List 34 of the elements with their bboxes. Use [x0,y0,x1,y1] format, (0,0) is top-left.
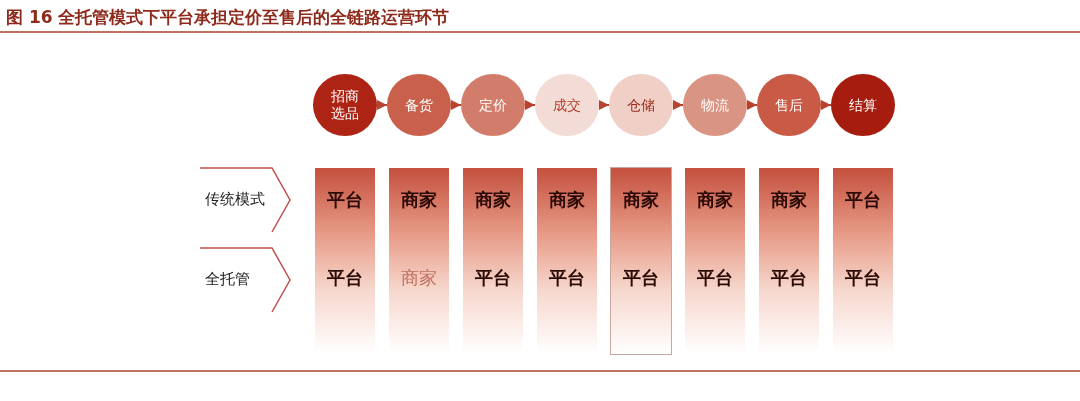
row-label: 传统模式 [205,190,265,209]
cell-text: 商家 [622,188,660,212]
arrow [820,100,832,110]
cell-text: 商家 [474,188,512,212]
cell-text: 商家 [400,266,438,290]
process-circle: 备货 [387,74,451,136]
arrow [746,100,758,110]
process-circle: 招商选品 [313,74,377,136]
arrow [450,100,462,110]
cell-text: 平台 [696,266,734,290]
cell-text: 平台 [548,266,586,290]
row-label: 全托管 [205,270,250,289]
cell-text: 平台 [844,188,882,212]
title: 图 16 全托管模式下平台承担定价至售后的全链路运营环节 [6,6,450,29]
cell-text: 平台 [326,266,364,290]
process-circle: 结算 [831,74,895,136]
cell-text: 商家 [696,188,734,212]
arrow [524,100,536,110]
cell-text: 平台 [844,266,882,290]
cell-text: 平台 [474,266,512,290]
process-circle: 售后 [757,74,821,136]
process-circle: 物流 [683,74,747,136]
process-circle: 定价 [461,74,525,136]
cell-text: 商家 [770,188,808,212]
cell-text: 平台 [622,266,660,290]
process-circle: 成交 [535,74,599,136]
cell-text: 商家 [548,188,586,212]
cell-text: 商家 [400,188,438,212]
arrow [376,100,388,110]
arrow [672,100,684,110]
arrow [598,100,610,110]
cell-text: 平台 [770,266,808,290]
cell-text: 平台 [326,188,364,212]
process-circle: 仓储 [609,74,673,136]
